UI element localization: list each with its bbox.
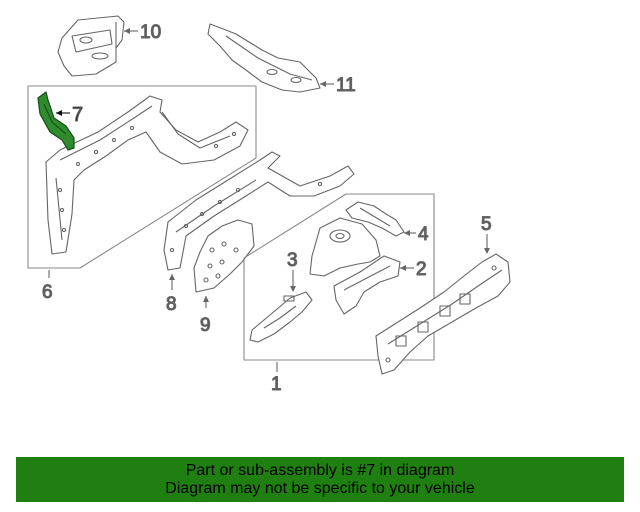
notice-banner: Part or sub-assembly is #7 in diagram Di…: [16, 457, 624, 502]
part-11-bracket[interactable]: [207, 23, 321, 93]
parts-diagram: 10 11 6: [27, 15, 511, 396]
part-3-mount[interactable]: [249, 291, 313, 343]
callout-9: 9: [200, 315, 211, 336]
callout-8: 8: [166, 294, 177, 315]
part-4-bracket[interactable]: [345, 201, 405, 237]
part-7-highlighted-bracket[interactable]: [37, 91, 75, 151]
callout-6: 6: [42, 282, 53, 303]
callout-2: 2: [416, 259, 427, 280]
callout-11: 11: [336, 75, 356, 96]
part-9-plate[interactable]: [193, 219, 255, 293]
callout-10: 10: [140, 22, 161, 43]
part-10-bracket[interactable]: [57, 15, 125, 77]
callout-4: 4: [418, 224, 429, 245]
banner-line-1: Part or sub-assembly is #7 in diagram: [185, 462, 455, 479]
callout-3: 3: [287, 250, 298, 271]
part-8-rail[interactable]: [163, 151, 355, 271]
callout-1: 1: [271, 374, 282, 395]
part-2-strut-housing[interactable]: [309, 217, 401, 315]
banner-line-2: Diagram may not be specific to your vehi…: [165, 480, 475, 497]
part-5-side-member[interactable]: [375, 253, 511, 375]
part-6-apron-assembly[interactable]: [45, 95, 249, 255]
callout-7: 7: [72, 104, 83, 126]
callout-5: 5: [481, 214, 492, 235]
